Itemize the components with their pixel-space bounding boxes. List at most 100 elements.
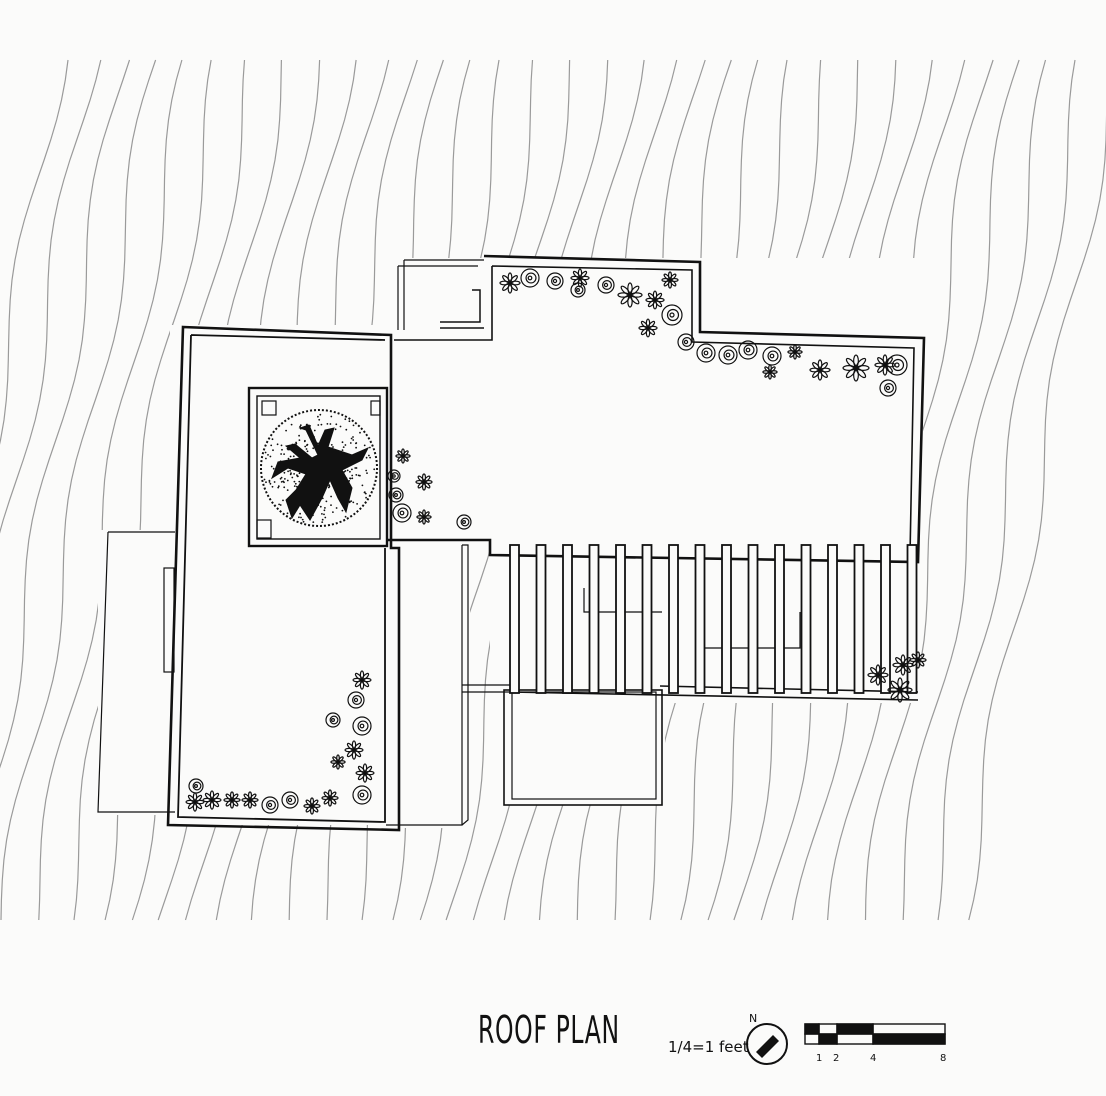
lower-mid-outline [386, 544, 469, 826]
flower-icon [347, 691, 365, 709]
flower-icon [696, 343, 716, 363]
flower-icon [762, 364, 778, 380]
north-arrow-icon [746, 1023, 788, 1065]
upper-small-room [397, 259, 484, 330]
flower-icon [416, 509, 432, 525]
flower-icon [281, 791, 299, 809]
flower-icon [415, 473, 433, 491]
flower-icon [499, 272, 521, 294]
scale-tick-2: 2 [833, 1053, 840, 1064]
flower-icon [355, 763, 375, 783]
contour-line [937, 59, 1076, 921]
pergola-beam [509, 544, 520, 694]
flower-icon [887, 677, 913, 703]
flower-icon [867, 664, 889, 686]
flower-icon [787, 344, 803, 360]
flower-icon [352, 785, 372, 805]
pergola-beam [721, 544, 732, 694]
contour-line [0, 59, 102, 534]
contour-line [73, 59, 212, 921]
flower-icon [645, 290, 665, 310]
tree-courtyard-inner [256, 395, 381, 540]
scale-tick-8: 8 [940, 1053, 947, 1064]
flower-icon [520, 268, 540, 288]
scale-tick-1: 1 [816, 1053, 823, 1064]
pergola-beam [853, 544, 865, 694]
north-label: N [749, 1012, 758, 1025]
pergola-beam [535, 544, 547, 694]
flower-icon [546, 272, 564, 290]
pergola-beam [641, 544, 653, 694]
contour-line [864, 59, 1020, 921]
flower-icon [677, 333, 695, 351]
building-footprint-mask [98, 258, 923, 828]
flower-icon [809, 359, 831, 381]
flower-icon [321, 789, 339, 807]
flower-icon [874, 354, 896, 376]
pergola-beam [615, 544, 626, 694]
scale-tick-4: 4 [870, 1053, 877, 1064]
flower-icon [352, 670, 372, 690]
flower-icon [738, 340, 758, 360]
lower-projection-inner [511, 691, 657, 800]
contour-line [38, 59, 183, 921]
flower-icon [188, 778, 204, 794]
pergola-beams [509, 544, 918, 694]
pergola-beam [747, 544, 759, 694]
flower-icon [456, 514, 472, 530]
courtyard-corner-b [370, 400, 381, 416]
contour-line [968, 114, 1106, 921]
flower-icon [909, 651, 927, 669]
tree-courtyard-outer [247, 386, 389, 548]
flower-icon [638, 318, 658, 338]
pergola-beam [880, 544, 891, 694]
pergola-beam [800, 544, 812, 694]
connector-line [462, 684, 510, 693]
contour-line [0, 59, 69, 445]
flower-icon [842, 354, 870, 382]
upper-room-step [440, 289, 484, 329]
flower-icon [392, 503, 412, 523]
lower-projection-outer [503, 689, 663, 806]
flower-icon [202, 790, 222, 810]
pergola-beam [588, 544, 600, 694]
scale-note: 1/4=1 feet [668, 1038, 749, 1056]
flower-icon [762, 346, 782, 366]
contour-line [0, 59, 157, 921]
left-wing-outer [166, 325, 401, 832]
flower-cluster-icon [185, 268, 927, 815]
flower-icon [879, 379, 897, 397]
flower-icon [261, 796, 279, 814]
courtyard-corner-c [256, 519, 272, 539]
flower-icon [570, 282, 586, 298]
pergola-beam [774, 544, 785, 694]
contour-line [0, 59, 131, 769]
pergola-beam [906, 544, 918, 694]
flower-icon [886, 354, 908, 376]
pergola-beam [668, 544, 679, 694]
flower-icon [892, 654, 914, 676]
contour-line [902, 59, 1047, 921]
building-outline [97, 254, 926, 832]
pergola-beam [827, 544, 838, 694]
flower-icon [387, 469, 401, 483]
tree-canopy-icon [260, 409, 378, 527]
flower-icon [661, 304, 683, 326]
flower-icon [718, 345, 738, 365]
flower-icon [325, 712, 341, 728]
courtyard-corner-a [261, 400, 277, 416]
graphic-scale-bar [804, 1023, 946, 1045]
flower-icon [661, 271, 679, 289]
left-wing-inner [177, 334, 386, 823]
flower-icon [223, 791, 241, 809]
flower-icon [344, 740, 364, 760]
flower-icon [303, 797, 321, 815]
pergola-beam [562, 544, 573, 694]
right-wing-outer [386, 254, 926, 564]
left-annex [97, 531, 175, 813]
flower-icon [388, 487, 404, 503]
pergola-beam [694, 544, 706, 694]
flower-icon [617, 282, 643, 308]
flower-icon [241, 791, 259, 809]
